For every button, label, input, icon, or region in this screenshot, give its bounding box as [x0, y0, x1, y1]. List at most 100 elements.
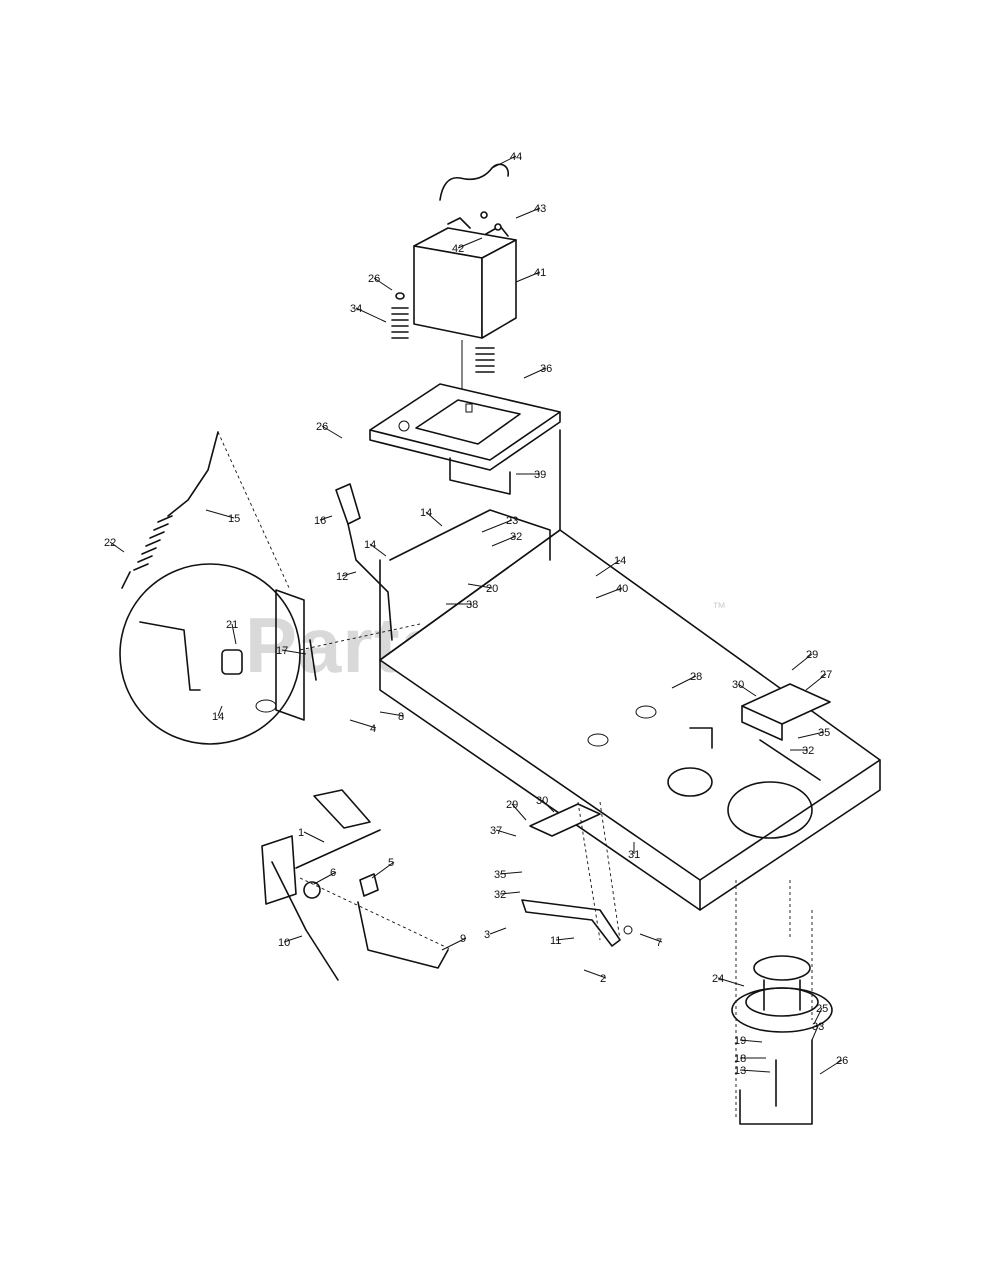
callout-label-9: 9 — [460, 933, 466, 945]
callout-label-30: 30 — [536, 795, 548, 807]
callout-leader — [109, 541, 125, 553]
callout-label-29: 29 — [806, 649, 818, 661]
callout-leader — [217, 705, 223, 717]
callout-label-20: 20 — [486, 583, 498, 595]
callout-label-7: 7 — [656, 937, 662, 949]
chassis-frame — [379, 429, 881, 911]
callout-leader — [341, 571, 357, 577]
callout-label-35: 35 — [494, 869, 506, 881]
callout-label-31: 31 — [628, 849, 640, 861]
callout-leader — [491, 535, 517, 547]
callout-leader — [467, 583, 493, 589]
front-bracket — [741, 683, 831, 741]
callout-label-32: 32 — [510, 531, 522, 543]
callout-label-24: 24 — [712, 973, 724, 985]
callout-label-38: 38 — [466, 599, 478, 611]
callout-leader — [499, 871, 523, 875]
callout-label-4: 4 — [370, 723, 376, 735]
callout-leader — [369, 543, 387, 557]
callout-label-3: 3 — [484, 929, 490, 941]
callout-leader — [819, 1059, 843, 1075]
callout-leader — [595, 587, 623, 599]
callout-leader — [379, 711, 405, 717]
callout-leader — [489, 927, 507, 935]
callout-leader — [583, 969, 607, 979]
callout-leader — [813, 1007, 823, 1025]
battery-cable — [439, 163, 510, 201]
callout-leader — [523, 367, 547, 379]
callout-label-16: 16 — [314, 515, 326, 527]
callout-label-11: 11 — [550, 935, 561, 947]
callout-leader — [457, 237, 483, 249]
callout-label-2: 2 — [600, 973, 606, 985]
callout-leader — [515, 271, 541, 283]
callout-leader — [481, 519, 513, 533]
callout-label-14: 14 — [364, 539, 376, 551]
callout-leader — [717, 977, 745, 987]
callout-label-34: 34 — [350, 303, 362, 315]
callout-label-36: 36 — [540, 363, 552, 375]
callout-label-10: 10 — [278, 937, 290, 949]
callout-label-28: 28 — [690, 671, 702, 683]
callout-label-29: 29 — [506, 799, 518, 811]
callout-label-5: 5 — [388, 857, 394, 869]
callout-leader — [595, 559, 621, 577]
callout-leader — [739, 1069, 771, 1073]
callout-label-26: 26 — [368, 273, 380, 285]
callout-label-43: 43 — [534, 203, 546, 215]
callout-label-30: 30 — [732, 679, 744, 691]
callout-label-17: 17 — [276, 645, 288, 657]
callout-label-23: 23 — [506, 515, 518, 527]
callout-label-27: 27 — [820, 669, 832, 681]
callout-leader — [671, 675, 697, 689]
callout-leader — [495, 829, 517, 837]
callout-label-14: 14 — [212, 711, 224, 723]
callout-label-13: 13 — [734, 1065, 746, 1077]
callout-label-8: 8 — [398, 711, 404, 723]
callout-leader — [499, 891, 521, 895]
callout-leader — [321, 425, 343, 439]
callout-label-22: 22 — [104, 537, 116, 549]
battery-tray — [369, 383, 561, 495]
lift-spring — [121, 431, 291, 591]
callout-leader — [811, 1025, 819, 1041]
idler-pulley — [731, 880, 833, 1125]
callout-leader — [205, 509, 235, 519]
callout-leader — [739, 1039, 763, 1043]
callout-leader — [515, 207, 541, 219]
callout-label-39: 39 — [534, 469, 546, 481]
callout-label-25: 25 — [816, 1003, 828, 1015]
callout-label-32: 32 — [802, 745, 814, 757]
callout-label-6: 6 — [330, 867, 336, 879]
callout-leader — [349, 719, 377, 729]
rear-bracket — [529, 803, 601, 837]
callout-label-41: 41 — [534, 267, 546, 279]
battery-spring-left — [391, 292, 409, 339]
callout-leader — [737, 683, 757, 697]
callout-leader — [791, 653, 813, 671]
lift-handle — [335, 483, 393, 641]
callout-label-26: 26 — [316, 421, 328, 433]
callout-leader — [441, 937, 467, 951]
callout-label-37: 37 — [490, 825, 502, 837]
callout-label-14: 14 — [420, 507, 432, 519]
callout-label-42: 42 — [452, 243, 464, 255]
callout-leader — [231, 623, 237, 645]
callout-label-15: 15 — [228, 513, 240, 525]
brake-arm — [521, 801, 633, 947]
callout-leader — [371, 861, 395, 879]
callout-leader — [805, 673, 827, 691]
watermark-trademark: ™ — [712, 599, 726, 615]
callout-leader — [797, 731, 825, 739]
callout-label-33: 33 — [812, 1021, 824, 1033]
callout-label-32: 32 — [494, 889, 506, 901]
callout-label-12: 12 — [336, 571, 348, 583]
callout-leader — [283, 935, 303, 943]
callout-label-35: 35 — [818, 727, 830, 739]
callout-leader — [541, 799, 555, 813]
pedal-assembly — [261, 789, 453, 981]
callout-label-1: 1 — [298, 827, 304, 839]
detail-magnifier — [119, 563, 421, 745]
callout-leader — [511, 803, 527, 821]
